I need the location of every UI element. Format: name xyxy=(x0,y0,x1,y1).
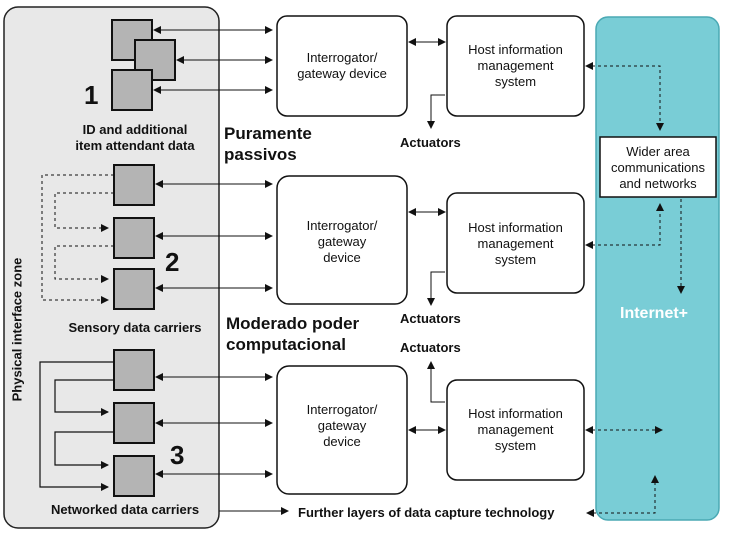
annotation-passive-line-2: passivos xyxy=(224,145,297,164)
actuator-links xyxy=(427,94,445,403)
actuators-label-1: Actuators xyxy=(400,135,461,150)
carrier-3c xyxy=(113,455,155,497)
interrogator-3-line-3: device xyxy=(323,434,361,449)
annotation-moderate: Moderado poder computacional xyxy=(226,313,359,355)
interrogator-1-line-2: gateway device xyxy=(297,66,387,81)
interrogator-2-line-1: Interrogator/ xyxy=(306,218,378,233)
sensory-loops xyxy=(41,174,114,304)
carrier-2c xyxy=(113,268,155,310)
host-2-line-2: management xyxy=(477,236,554,251)
host-3-line-2: management xyxy=(477,422,554,437)
host-label-1: Host information management system xyxy=(447,42,584,90)
group-number-3: 3 xyxy=(170,440,185,470)
further-layers-label: Further layers of data capture technolog… xyxy=(298,505,555,520)
group-caption-3: Networked data carriers xyxy=(50,502,200,517)
host-3-line-1: Host information xyxy=(468,406,563,421)
wider-area-label: Wider area communications and networks xyxy=(600,144,716,192)
host-1-line-3: system xyxy=(494,74,537,89)
host-label-2: Host information management system xyxy=(447,220,584,268)
interrogator-box-3 xyxy=(276,365,408,495)
interrogator-label-3: Interrogator/ gateway device xyxy=(277,402,407,450)
host-1-line-2: management xyxy=(477,58,554,73)
carrier-links xyxy=(153,26,289,515)
wider-area-box xyxy=(599,136,717,198)
annotation-moderate-line-2: computacional xyxy=(226,335,346,354)
physical-zone-label: Physical interface zone xyxy=(9,257,25,402)
actuators-label-3: Actuators xyxy=(400,340,461,355)
interrogator-3-line-1: Interrogator/ xyxy=(306,402,378,417)
wider-line-3: and networks xyxy=(619,176,697,191)
interrogator-2-line-3: device xyxy=(323,250,361,265)
actuators-label-2: Actuators xyxy=(400,311,461,326)
host-box-2 xyxy=(446,192,585,294)
host-box-3 xyxy=(446,379,585,481)
network-loops xyxy=(39,361,114,491)
group-caption-2: Sensory data carriers xyxy=(68,320,202,335)
group-number-1: 1 xyxy=(84,80,99,110)
caption-1-line-1: ID and additional xyxy=(82,122,188,137)
interrogator-1-line-1: Interrogator/ xyxy=(306,50,378,65)
annotation-passive-line-1: Puramente xyxy=(224,124,312,143)
host-box-1 xyxy=(446,15,585,117)
internet-panel xyxy=(595,16,720,521)
host-2-line-1: Host information xyxy=(468,220,563,235)
interrogator-box-2 xyxy=(276,175,408,305)
internet-label: Internet+ xyxy=(620,305,689,322)
wider-line-1: Wider area xyxy=(626,144,690,159)
internet-links xyxy=(585,62,685,517)
annotation-passive: Puramente passivos xyxy=(224,123,312,165)
interrogator-box-1 xyxy=(276,15,408,117)
group-caption-1: ID and additional item attendant data xyxy=(60,122,210,154)
carrier-1c xyxy=(111,69,153,111)
wider-line-2: communications xyxy=(611,160,705,175)
host-2-line-3: system xyxy=(494,252,537,267)
interrogator-2-line-2: gateway xyxy=(317,234,367,249)
host-label-3: Host information management system xyxy=(447,406,584,454)
interrogator-3-line-2: gateway xyxy=(317,418,367,433)
host-3-line-3: system xyxy=(494,438,537,453)
host-1-line-1: Host information xyxy=(468,42,563,57)
group-number-2: 2 xyxy=(165,247,180,277)
carrier-2b xyxy=(113,217,155,259)
annotation-moderate-line-1: Moderado poder xyxy=(226,314,360,333)
host-links xyxy=(408,38,446,434)
interrogator-label-1: Interrogator/ gateway device xyxy=(277,50,407,82)
carrier-3b xyxy=(113,402,155,444)
caption-1-line-2: item attendant data xyxy=(75,138,195,153)
interrogator-label-2: Interrogator/ gateway device xyxy=(277,218,407,266)
carrier-2a xyxy=(113,164,155,206)
physical-zone-panel xyxy=(3,6,220,529)
carrier-3a xyxy=(113,349,155,391)
